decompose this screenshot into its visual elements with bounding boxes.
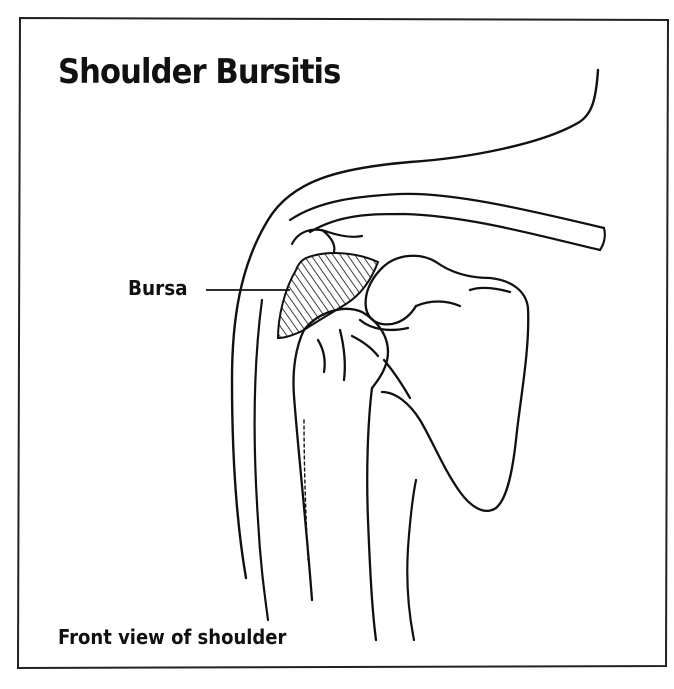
- acromion: [292, 230, 362, 252]
- clavicle: [290, 194, 605, 250]
- bursa-label: Bursa: [128, 276, 188, 300]
- humerus: [293, 309, 388, 640]
- scapula: [360, 256, 528, 511]
- caption: Front view of shoulder: [58, 625, 286, 649]
- diagram-title: Shoulder Bursitis: [58, 52, 340, 92]
- arm-contour: [255, 300, 416, 640]
- bursa-region: [278, 253, 378, 338]
